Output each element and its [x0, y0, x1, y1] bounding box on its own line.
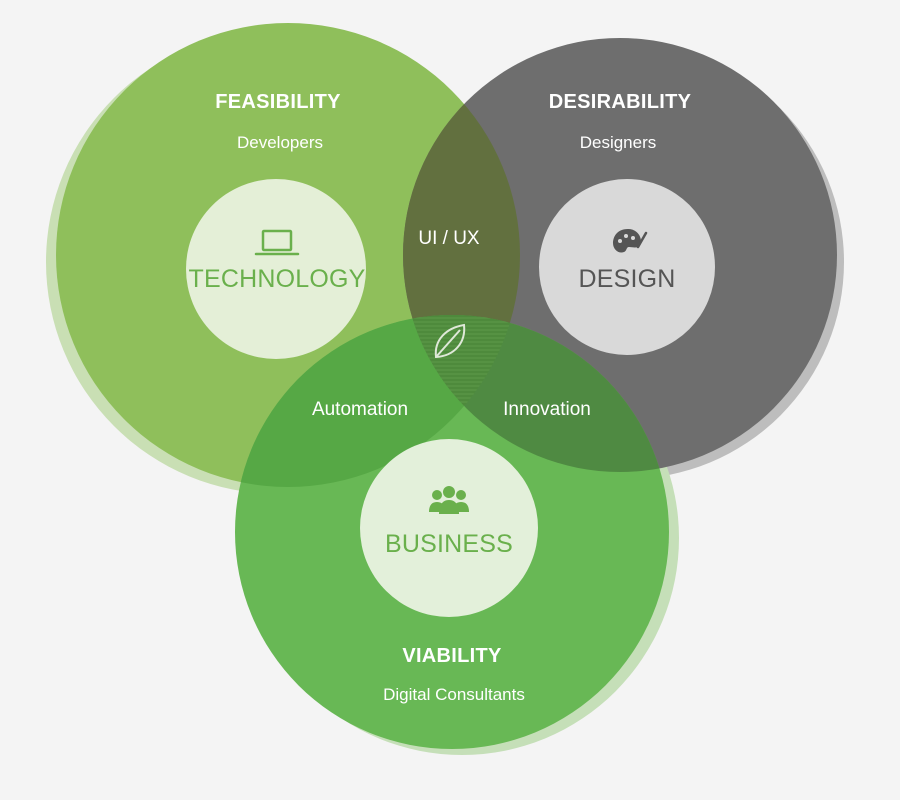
technology-core: [186, 179, 366, 359]
viability-subtitle: Digital Consultants: [383, 685, 525, 704]
design-core: [539, 179, 715, 355]
design-label: DESIGN: [578, 265, 675, 293]
people-icon: [429, 486, 469, 514]
business-label: BUSINESS: [385, 530, 513, 558]
desirability-subtitle: Designers: [580, 133, 657, 152]
overlap-innovation: [403, 315, 669, 472]
leaf-icon: [434, 323, 466, 359]
palette-icon: [613, 229, 648, 253]
overlap-automation: [235, 315, 520, 487]
feasibility-title: FEASIBILITY: [215, 91, 341, 113]
viability-title: VIABILITY: [402, 645, 502, 667]
business-core: [360, 439, 538, 617]
technology-label: TECHNOLOGY: [188, 265, 365, 293]
laptop-icon: [254, 229, 300, 256]
feasibility-subtitle: Developers: [237, 133, 323, 152]
desirability-title: DESIRABILITY: [549, 91, 692, 113]
overlap-automation-label: Automation: [312, 399, 408, 420]
overlap-innovation-label: Innovation: [503, 399, 591, 420]
overlap-ui-ux-label: UI / UX: [418, 228, 480, 249]
